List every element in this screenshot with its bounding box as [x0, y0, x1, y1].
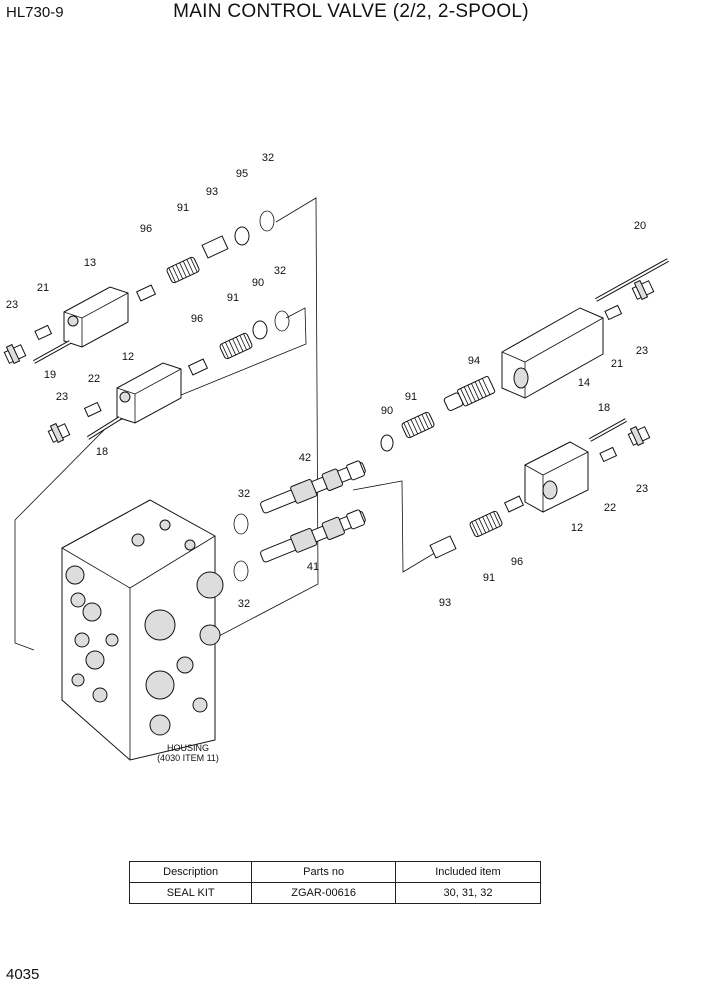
label-93-bottom: 93: [439, 597, 451, 609]
stopper-96-a: [135, 284, 157, 302]
label-housing: HOUSING: [167, 743, 209, 753]
spool-42: [260, 460, 366, 514]
label-91-right: 91: [405, 391, 417, 403]
label-housing-ref: (4030 ITEM 11): [157, 753, 219, 763]
part-22-left: [83, 401, 102, 418]
cell-parts-no: ZGAR-00616: [251, 882, 396, 904]
label-32-third: 32: [238, 488, 250, 500]
label-21-left: 21: [37, 282, 49, 294]
label-12-left: 12: [122, 351, 134, 363]
label-18-right: 18: [598, 402, 610, 414]
bolt-20: [595, 258, 669, 302]
plug-23-b: [47, 422, 71, 444]
washer-90-a: [252, 320, 268, 340]
label-32-top: 32: [262, 152, 274, 164]
label-23-d: 23: [636, 483, 648, 495]
label-90-left: 90: [252, 277, 264, 289]
header-description: Description: [128, 861, 253, 883]
plug-23-a: [3, 343, 27, 365]
label-91-bottom: 91: [483, 572, 495, 584]
spring-91-c: [401, 411, 435, 439]
spring-91-d: [469, 510, 503, 538]
label-94: 94: [468, 355, 480, 367]
table-header-row: Description Parts no Included item: [128, 861, 542, 883]
cell-description: SEAL KIT: [128, 882, 253, 904]
label-20: 20: [634, 220, 646, 232]
part-22-right: [599, 446, 618, 463]
label-12-right: 12: [571, 522, 583, 534]
label-93-top: 93: [206, 186, 218, 198]
label-91-second: 91: [227, 292, 239, 304]
label-22-left: 22: [88, 373, 100, 385]
header-parts-no: Parts no: [251, 861, 396, 883]
label-96-bottom: 96: [511, 556, 523, 568]
part-21-left: [34, 324, 53, 341]
seat-95: [234, 226, 250, 246]
label-21-right: 21: [611, 358, 623, 370]
label-22-right: 22: [604, 502, 616, 514]
label-32-bottom: 32: [238, 598, 250, 610]
header-included-item: Included item: [394, 861, 542, 883]
spool-41: [260, 509, 366, 563]
label-42: 42: [299, 452, 311, 464]
cap-13: [63, 286, 129, 348]
seat-93-b: [429, 535, 457, 559]
label-91-top: 91: [177, 202, 189, 214]
bolt-19: [33, 340, 71, 364]
label-95: 95: [236, 168, 248, 180]
poppet-94: [443, 376, 496, 412]
cap-12-lower: [524, 441, 589, 513]
stopper-96-b: [187, 358, 209, 376]
stopper-96-c: [503, 495, 525, 513]
spring-91-a: [166, 256, 200, 284]
spring-91-b: [219, 332, 253, 360]
label-18-left: 18: [96, 446, 108, 458]
cell-included-item: 30, 31, 32: [394, 882, 542, 904]
label-96-second: 96: [191, 313, 203, 325]
plug-23-d: [627, 425, 651, 447]
o-ring-32-a: [259, 210, 275, 232]
label-13: 13: [84, 257, 96, 269]
seal-kit-table: Description Parts no Included item SEAL …: [128, 861, 542, 904]
label-41: 41: [307, 561, 319, 573]
o-ring-32-c: [233, 513, 249, 535]
label-96-top: 96: [140, 223, 152, 235]
cap-14: [501, 307, 604, 399]
page-title: MAIN CONTROL VALVE (2/2, 2-SPOOL): [173, 1, 529, 22]
bolt-18-left: [86, 416, 122, 440]
label-23-c: 23: [636, 345, 648, 357]
label-90-right: 90: [381, 405, 393, 417]
part-21-right: [604, 304, 623, 321]
label-19: 19: [44, 369, 56, 381]
table-row: SEAL KIT ZGAR-00616 30, 31, 32: [128, 882, 542, 904]
housing-block: [61, 499, 224, 761]
label-14: 14: [578, 377, 590, 389]
o-ring-32-d: [233, 560, 249, 582]
seat-93-a: [201, 235, 229, 259]
bolt-18-right: [589, 418, 627, 442]
o-ring-32-b: [274, 310, 290, 332]
washer-90-b: [380, 434, 394, 452]
label-32-second: 32: [274, 265, 286, 277]
label-23-a: 23: [6, 299, 18, 311]
plug-23-c: [631, 279, 655, 301]
label-23-b: 23: [56, 391, 68, 403]
model-code: HL730-9: [6, 4, 64, 21]
cap-12-upper: [116, 362, 182, 424]
page-number: 4035: [6, 966, 40, 983]
